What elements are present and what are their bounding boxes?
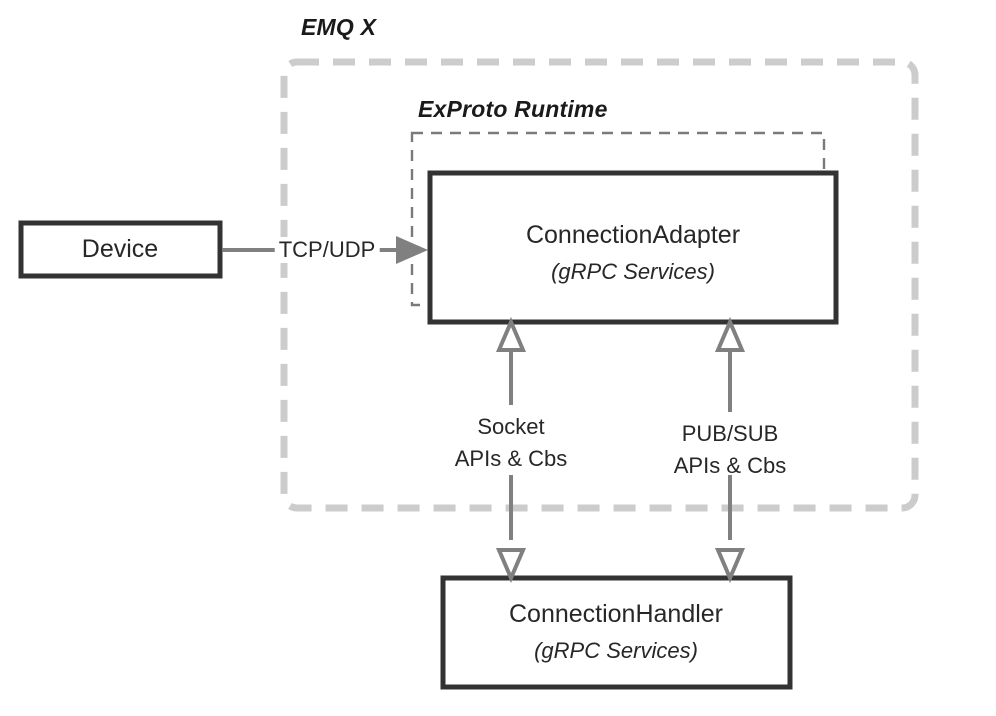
arrowhead-hollow-up-socket bbox=[495, 316, 527, 352]
group-label-exproto: ExProto Runtime bbox=[418, 96, 608, 122]
arrowhead-hollow-down-pubsub bbox=[714, 548, 746, 584]
edge-label-tcp-udp: TCP/UDP bbox=[274, 237, 380, 263]
edge-label-pubsub-apis-line1: PUB/SUB bbox=[681, 421, 779, 446]
node-box-connection-adapter bbox=[427, 170, 839, 325]
node-sublabel-connection-adapter: (gRPC Services) bbox=[551, 259, 715, 284]
edge-label-pubsub-apis-line2: APIs & Cbs bbox=[673, 453, 787, 478]
edge-label-socket-apis-line1: Socket bbox=[477, 414, 545, 439]
node-box-device bbox=[18, 220, 223, 279]
arrowhead-filled-device-to-adapter bbox=[396, 236, 428, 264]
arrowhead-hollow-up-pubsub bbox=[714, 316, 746, 352]
edge-label-socket-apis-line2: APIs & Cbs bbox=[454, 446, 568, 471]
node-label-device: Device bbox=[81, 235, 159, 263]
node-sublabel-connection-handler: (gRPC Services) bbox=[534, 638, 698, 663]
node-label-connection-handler: ConnectionHandler bbox=[508, 600, 724, 628]
node-label-connection-adapter: ConnectionAdapter bbox=[525, 221, 741, 249]
group-boundary-emqx bbox=[280, 58, 919, 512]
arrowhead-hollow-down-socket bbox=[495, 548, 527, 584]
group-label-emqx: EMQ X bbox=[301, 14, 377, 40]
node-box-connection-handler bbox=[440, 575, 793, 690]
